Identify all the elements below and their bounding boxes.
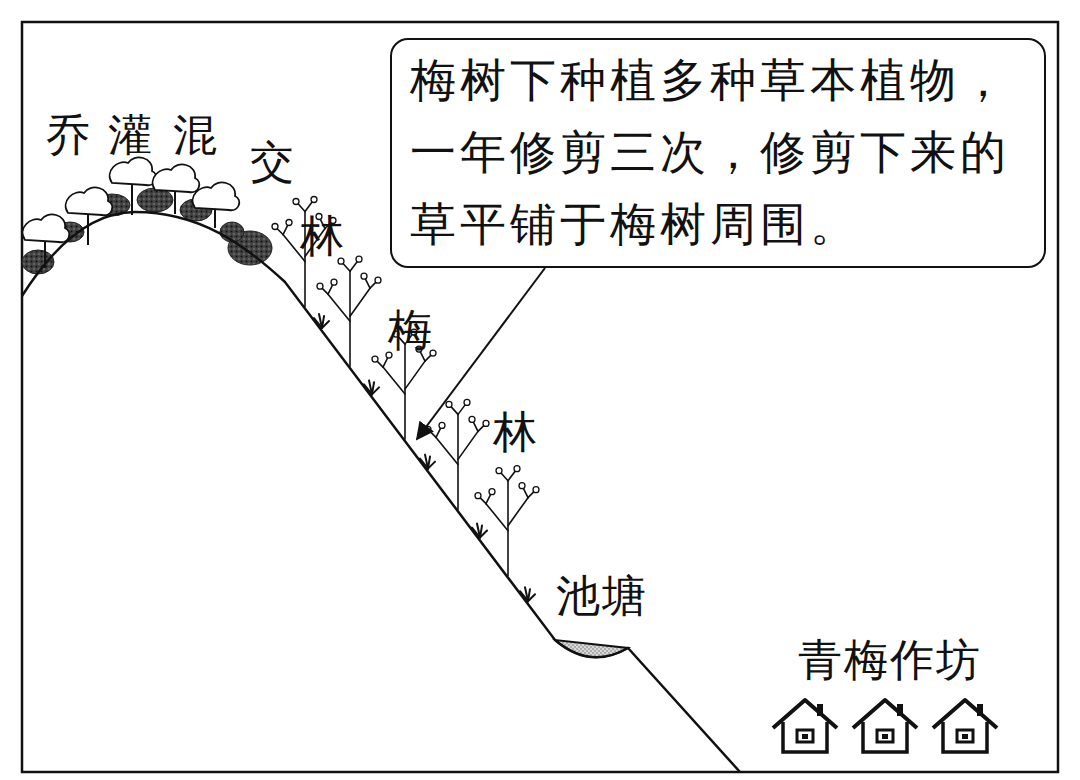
plum-bud [361,273,367,279]
plum-bud [356,256,362,262]
plum-branch [457,414,459,509]
plum-bud [439,422,445,428]
callout-box: 梅树下种植多种草本植物，一年修剪三次，修剪下来的草平铺于梅树周围。 [390,38,1046,268]
tree-crown [153,164,200,192]
plum-bud [286,220,292,226]
plum-bud [519,483,525,489]
plum-branch [458,431,478,459]
plum-branch [486,504,508,531]
plum-branch [404,344,406,439]
label-char: 青 [798,638,842,682]
grass-tuft [480,531,487,538]
plum-bud [533,487,539,493]
plum-branch [350,288,370,316]
grass-tuft [322,321,329,328]
plum-bud [293,199,299,205]
plum-bud [475,493,481,499]
tree-trunk [87,213,89,245]
grass-tuft [372,387,379,394]
label-char: 交 [250,140,294,184]
plum-bud [489,489,495,495]
label-char: 塘 [602,574,646,618]
tree-trunk [214,208,216,228]
plum-branch [436,437,458,464]
plum-branch [349,271,351,366]
frame [22,22,1058,772]
grass-tuft [428,462,435,469]
plum-bud [483,420,489,426]
plum-bud [446,401,452,407]
grass-tuft [528,594,535,601]
plum-branch [507,481,509,576]
shrub [22,250,54,274]
label-char: 梅 [388,308,432,352]
plum-branch [508,498,528,526]
plum-bud [311,197,317,203]
label-char: 梅 [844,638,888,682]
tree-crown [66,187,113,215]
plum-branch [405,361,425,389]
house-icon [773,700,837,752]
plum-bud [514,466,520,472]
tree-trunk [131,183,133,215]
plum-bud [469,416,475,422]
plum-bud [338,258,344,264]
plum-bud [375,277,381,283]
mixed-forest [22,157,272,274]
plum-bud [496,468,502,474]
label-char: 灌 [108,113,152,157]
plum-bud [331,279,337,285]
callout-text: 梅树下种植多种草本植物，一年修剪三次，修剪下来的草平铺于梅树周围。 [410,44,1032,260]
house-icon [933,700,997,752]
label-char: 混 [173,113,217,157]
label-char: 坊 [936,638,980,682]
label-char: 乔 [46,113,90,157]
workshop-houses [773,700,997,752]
plum-bud [317,283,323,289]
tree-trunk [174,190,176,214]
label-char: 林 [300,214,344,258]
plum-bud [272,224,278,230]
tree-crown [23,214,70,242]
label-char: 林 [493,410,537,454]
plum-bud [386,352,392,358]
plum-branch [383,367,405,394]
label-char: 作 [890,638,934,682]
house-icon [853,700,917,752]
hill-outline [22,212,740,772]
plum-bud [372,356,378,362]
tree-crown [193,182,240,210]
tree-crown [110,157,157,185]
label-char: 池 [556,574,600,618]
plum-bud [464,399,470,405]
plum-branch [328,294,350,321]
